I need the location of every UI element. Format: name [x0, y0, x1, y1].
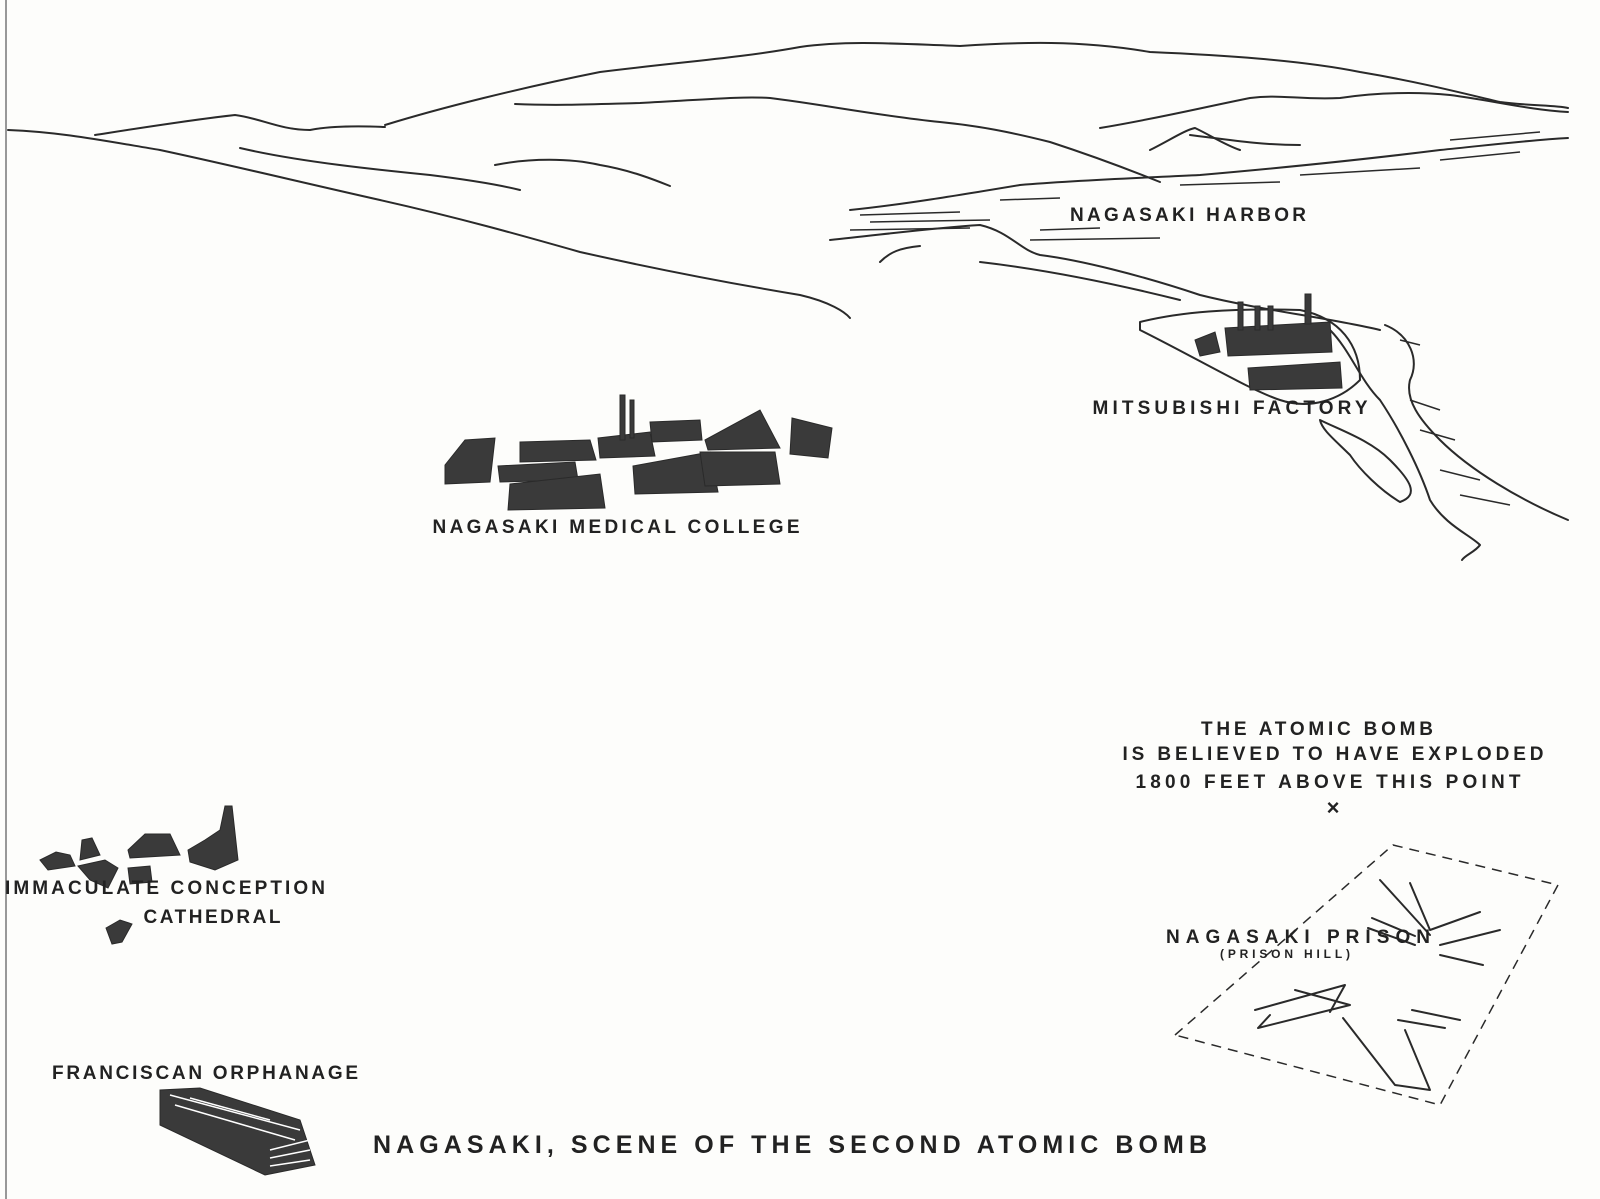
label-franciscan-orphanage: FRANCISCAN ORPHANAGE — [52, 1063, 358, 1084]
bomb-caption-line2: IS BELIEVED TO HAVE EXPLODED — [1123, 744, 1544, 765]
label-prison-hill: (PRISON HILL) — [1220, 947, 1350, 961]
cathedral-ruins — [39, 805, 239, 945]
hypocenter-marker: × — [1327, 795, 1340, 820]
label-nagasaki-harbor: NAGASAKI HARBOR — [1070, 205, 1306, 226]
orphanage-building — [159, 1087, 316, 1176]
harbor-water — [829, 131, 1569, 561]
label-mitsubishi-factory: MITSUBISHI FACTORY — [1093, 398, 1368, 419]
mountain-ridges — [7, 41, 1569, 319]
figure-title: NAGASAKI, SCENE OF THE SECOND ATOMIC BOM… — [373, 1131, 1207, 1159]
label-cathedral-line1: IMMACULATE CONCEPTION — [5, 878, 325, 899]
medical-college-buildings — [444, 394, 833, 511]
prison-hill-outline — [1173, 844, 1560, 1106]
bomb-caption-line3: 1800 FEET ABOVE THIS POINT — [1136, 772, 1521, 793]
label-nagasaki-prison: NAGASAKI PRISON — [1166, 927, 1430, 948]
mitsubishi-factory-drawing — [1139, 293, 1412, 503]
label-medical-college: NAGASAKI MEDICAL COLLEGE — [433, 517, 800, 538]
label-cathedral-line2: CATHEDRAL — [144, 907, 281, 928]
bomb-caption-line1: THE ATOMIC BOMB — [1201, 719, 1433, 740]
